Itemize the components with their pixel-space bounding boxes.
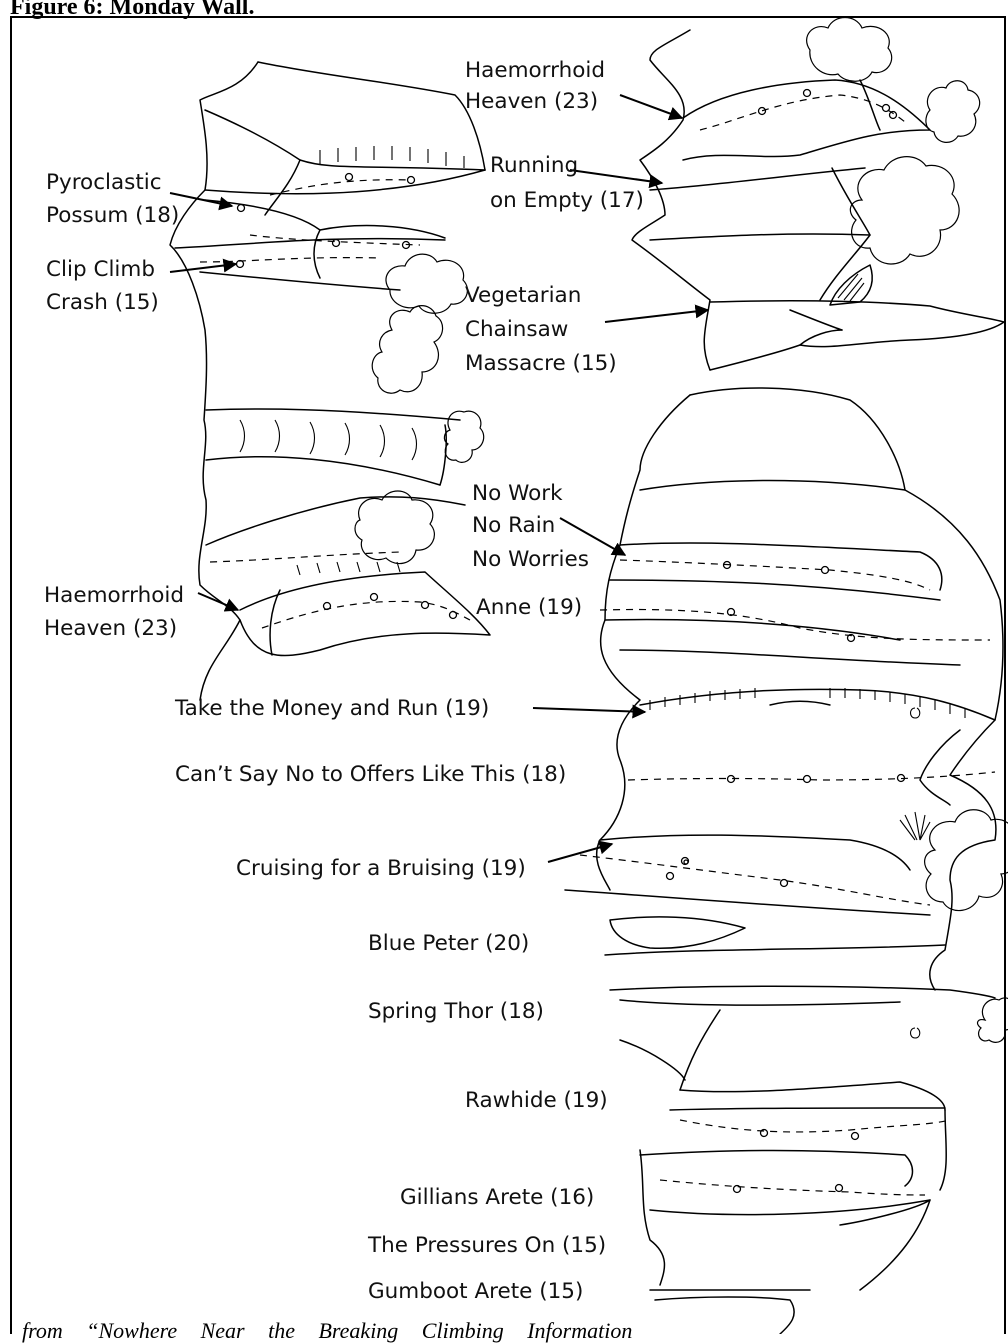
label-anne: Anne (19) <box>476 595 582 620</box>
label-blue-peter: Blue Peter (20) <box>368 931 529 956</box>
label-clip-climb-crash: Clip Climb Crash (15) <box>46 257 162 315</box>
label-gillians-arete: Gillians Arete (16) <box>400 1185 594 1210</box>
label-pyroclastic-possum: Pyroclastic Possum (18) <box>46 170 179 228</box>
label-take-the-money-and-run: Take the Money and Run (19) <box>174 696 489 721</box>
label-the-pressures-on: The Pressures On (15) <box>367 1233 606 1258</box>
label-haemorrhoid-heaven-left: Haemorrhoid Heaven (23) <box>44 583 191 641</box>
label-rawhide: Rawhide (19) <box>465 1088 608 1113</box>
label-cant-say-no: Can’t Say No to Offers Like This (18) <box>175 762 566 787</box>
label-no-work-no-rain-no-worries: No Work No Rain No Worries <box>472 481 589 572</box>
label-vegetarian-chainsaw-massacre: Vegetarian Chainsaw Massacre (15) <box>465 283 617 376</box>
label-gumboot-arete: Gumboot Arete (15) <box>368 1279 583 1304</box>
left-buttress <box>170 62 490 700</box>
route-labels: Haemorrhoid Heaven (23) Running on Empty… <box>44 58 644 1304</box>
label-haemorrhoid-heaven-top: Haemorrhoid Heaven (23) <box>465 58 612 114</box>
right-main-wall <box>565 388 1008 1334</box>
right-upper-buttress <box>632 18 1004 371</box>
label-spring-thor: Spring Thor (18) <box>368 999 544 1024</box>
figure-footer: from “Nowhere Near the Breaking Climbing… <box>22 1318 632 1344</box>
label-running-on-empty: Running on Empty (17) <box>490 153 644 213</box>
label-cruising-for-a-bruising: Cruising for a Bruising (19) <box>236 856 526 881</box>
